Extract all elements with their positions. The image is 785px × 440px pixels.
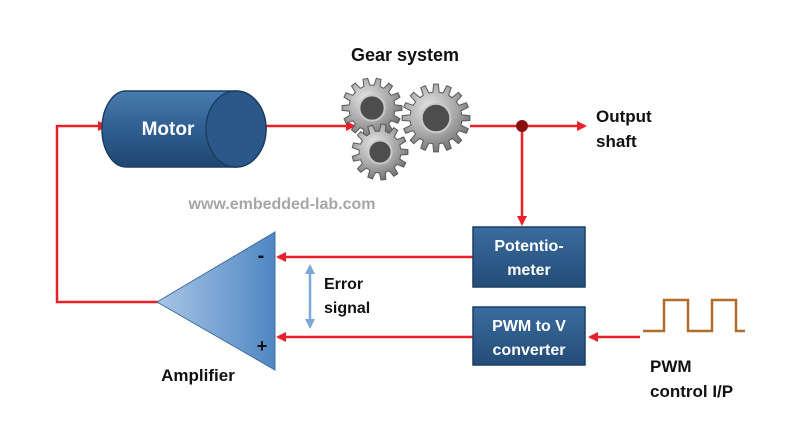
wire-amplifier-to-motor bbox=[55, 121, 160, 304]
gear-system-label: Gear system bbox=[351, 45, 459, 65]
error-signal-label-line1: Error bbox=[324, 276, 363, 293]
gear-right-hub bbox=[420, 102, 452, 134]
amplifier-block: - + bbox=[156, 231, 276, 371]
output-shaft-label-line2: shaft bbox=[596, 132, 637, 151]
watermark-text: www.embedded-lab.com bbox=[188, 196, 376, 213]
gear-bottom-hub bbox=[367, 139, 393, 165]
junction-dot bbox=[516, 120, 528, 132]
potentiometer-block: Potentio- meter bbox=[472, 226, 586, 288]
amplifier-label: Amplifier bbox=[161, 366, 235, 385]
converter-label-line2: converter bbox=[493, 342, 566, 359]
pwm-to-v-converter-block: PWM to V converter bbox=[472, 306, 586, 366]
pwm-input-label-line1: PWM bbox=[650, 357, 692, 376]
pwm-input-label-line2: control I/P bbox=[650, 382, 733, 401]
potentiometer-label-line1: Potentio- bbox=[494, 238, 563, 255]
motor-block: Motor bbox=[101, 90, 267, 168]
output-shaft-label-line1: Output bbox=[596, 107, 652, 126]
potentiometer-label-line2: meter bbox=[507, 262, 551, 279]
square-wave-icon bbox=[643, 298, 745, 333]
converter-label-line1: PWM to V bbox=[492, 318, 566, 335]
motor-label: Motor bbox=[142, 119, 195, 140]
amplifier-minus-sign: - bbox=[258, 245, 265, 267]
gear-cluster-icon bbox=[341, 77, 471, 181]
error-signal-label-line2: signal bbox=[324, 300, 370, 317]
gear-top-left-hub bbox=[358, 94, 386, 122]
amplifier-plus-sign: + bbox=[257, 336, 268, 356]
